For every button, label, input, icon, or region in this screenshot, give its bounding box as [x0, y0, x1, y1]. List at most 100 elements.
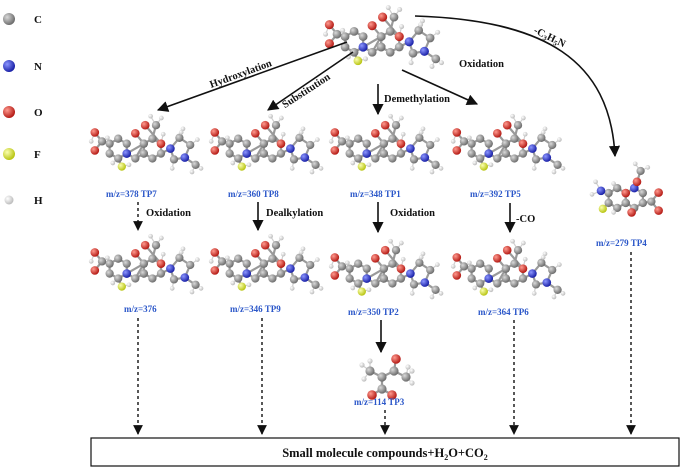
- oxygen-atom: [502, 245, 512, 255]
- oxygen-atom: [452, 146, 462, 155]
- carbon-atom: [251, 154, 260, 163]
- nitrogen-atom: [242, 149, 252, 158]
- hydrogen-atom: [611, 210, 616, 215]
- hydrogen-atom: [178, 130, 184, 135]
- carbon-atom: [385, 47, 395, 57]
- hydrogen-atom: [420, 126, 426, 132]
- carbon-atom: [409, 280, 419, 289]
- hydrogen-atom: [551, 294, 557, 300]
- nitrogen-atom: [166, 144, 175, 153]
- carbon-atom: [186, 260, 195, 270]
- hydrogen-atom: [632, 161, 638, 167]
- hydrogen-atom: [318, 166, 324, 171]
- carbon-atom: [259, 149, 268, 158]
- label-tp2: m/z=350 TP2: [348, 307, 399, 317]
- carbon-atom: [217, 257, 227, 266]
- hydrogen-atom: [560, 166, 566, 171]
- hydrogen-atom: [169, 286, 175, 291]
- nitrogen-atom: [484, 149, 494, 158]
- oxygen-atom: [90, 128, 100, 137]
- carbon-atom: [459, 262, 469, 271]
- hydrogen-atom: [345, 260, 350, 266]
- carbon-atom: [345, 139, 354, 148]
- hydrogen-atom: [328, 139, 334, 144]
- carbon-atom: [553, 160, 562, 169]
- hydrogen-atom: [366, 287, 372, 293]
- hydrogen-atom: [340, 27, 346, 33]
- tp9-molecule: [208, 233, 324, 295]
- carbon-atom: [467, 264, 476, 273]
- carbon-atom: [394, 42, 404, 52]
- carbon-atom: [114, 274, 123, 283]
- carbon-atom: [371, 154, 380, 163]
- hydrogen-atom: [510, 113, 515, 119]
- carbon-atom: [131, 274, 140, 283]
- hydrogen-atom: [361, 376, 367, 382]
- oxygen-atom: [452, 128, 462, 137]
- nitrogen-atom: [419, 46, 429, 56]
- hydrogen-atom: [268, 233, 273, 239]
- hydrogen-atom: [110, 280, 116, 286]
- carbon-atom: [391, 246, 401, 255]
- carbon-atom: [476, 154, 485, 163]
- carbon-atom: [513, 246, 523, 255]
- oxygen-atom: [324, 20, 334, 30]
- nitrogen-atom: [180, 273, 190, 282]
- nitrogen-atom-icon: [3, 60, 15, 72]
- carbon-atom: [385, 26, 395, 36]
- hydrogen-atom: [450, 139, 456, 144]
- carbon-atom: [379, 149, 388, 158]
- hydrogen-atom: [198, 166, 204, 171]
- hydrogen-atom: [405, 364, 411, 370]
- hydrogen-atom: [521, 115, 526, 121]
- carbon-atom: [518, 149, 528, 158]
- hydrogen-atom: [208, 259, 214, 264]
- carbon-atom: [376, 42, 386, 52]
- carbon-atom: [362, 139, 371, 148]
- hydrogen-atom: [510, 238, 515, 244]
- nitrogen-atom: [286, 144, 295, 153]
- carbon-atom: [426, 140, 435, 150]
- legend-label-c: C: [34, 14, 42, 26]
- carbon-atom: [139, 139, 148, 148]
- carbon-atom: [476, 259, 485, 268]
- tp3-molecule: [359, 354, 415, 400]
- hydrogen-atom: [298, 250, 304, 255]
- oxygen-atom: [452, 253, 462, 262]
- carbon-atom: [242, 139, 251, 148]
- oxygen-atom: [90, 248, 100, 257]
- final-products-box: Small molecule compounds+H2O+CO2: [90, 437, 680, 467]
- carbon-atom: [337, 137, 347, 146]
- carbon-atom: [553, 285, 562, 294]
- carbon-atom: [268, 154, 277, 163]
- carbon-atom: [311, 280, 320, 289]
- nitrogen-atom: [300, 153, 310, 162]
- hydrogen-atom: [409, 380, 415, 386]
- hydrogen-atom: [298, 130, 304, 135]
- hydrogen-atom: [169, 166, 175, 171]
- hydrogen-atom: [315, 257, 320, 262]
- hydrogen-atom: [467, 135, 472, 141]
- nitrogen-atom: [528, 144, 537, 153]
- carbon-atom: [388, 259, 397, 268]
- oxygen-atom: [654, 188, 663, 197]
- hydrogen-atom: [195, 257, 200, 262]
- nitrogen-atom: [484, 274, 494, 283]
- carbon-atom: [131, 154, 140, 163]
- oxygen-atom: [260, 240, 270, 250]
- bond: [237, 142, 265, 160]
- carbon-atom: [311, 160, 320, 169]
- oxygen-atom: [210, 266, 220, 275]
- nitrogen-atom: [406, 269, 415, 278]
- hydrogen-atom: [309, 169, 315, 175]
- carbon-atom: [345, 274, 354, 283]
- carbon-atom: [295, 253, 304, 262]
- carbon-atom: [345, 149, 354, 158]
- carbon-atom: [388, 134, 397, 143]
- tp2-molecule: [328, 238, 444, 300]
- carbon-atom: [493, 154, 502, 163]
- fluorine-atom: [117, 162, 126, 171]
- nitrogen-atom: [242, 269, 252, 278]
- hydrogen-atom: [435, 137, 440, 142]
- carbon-atom: [289, 275, 299, 284]
